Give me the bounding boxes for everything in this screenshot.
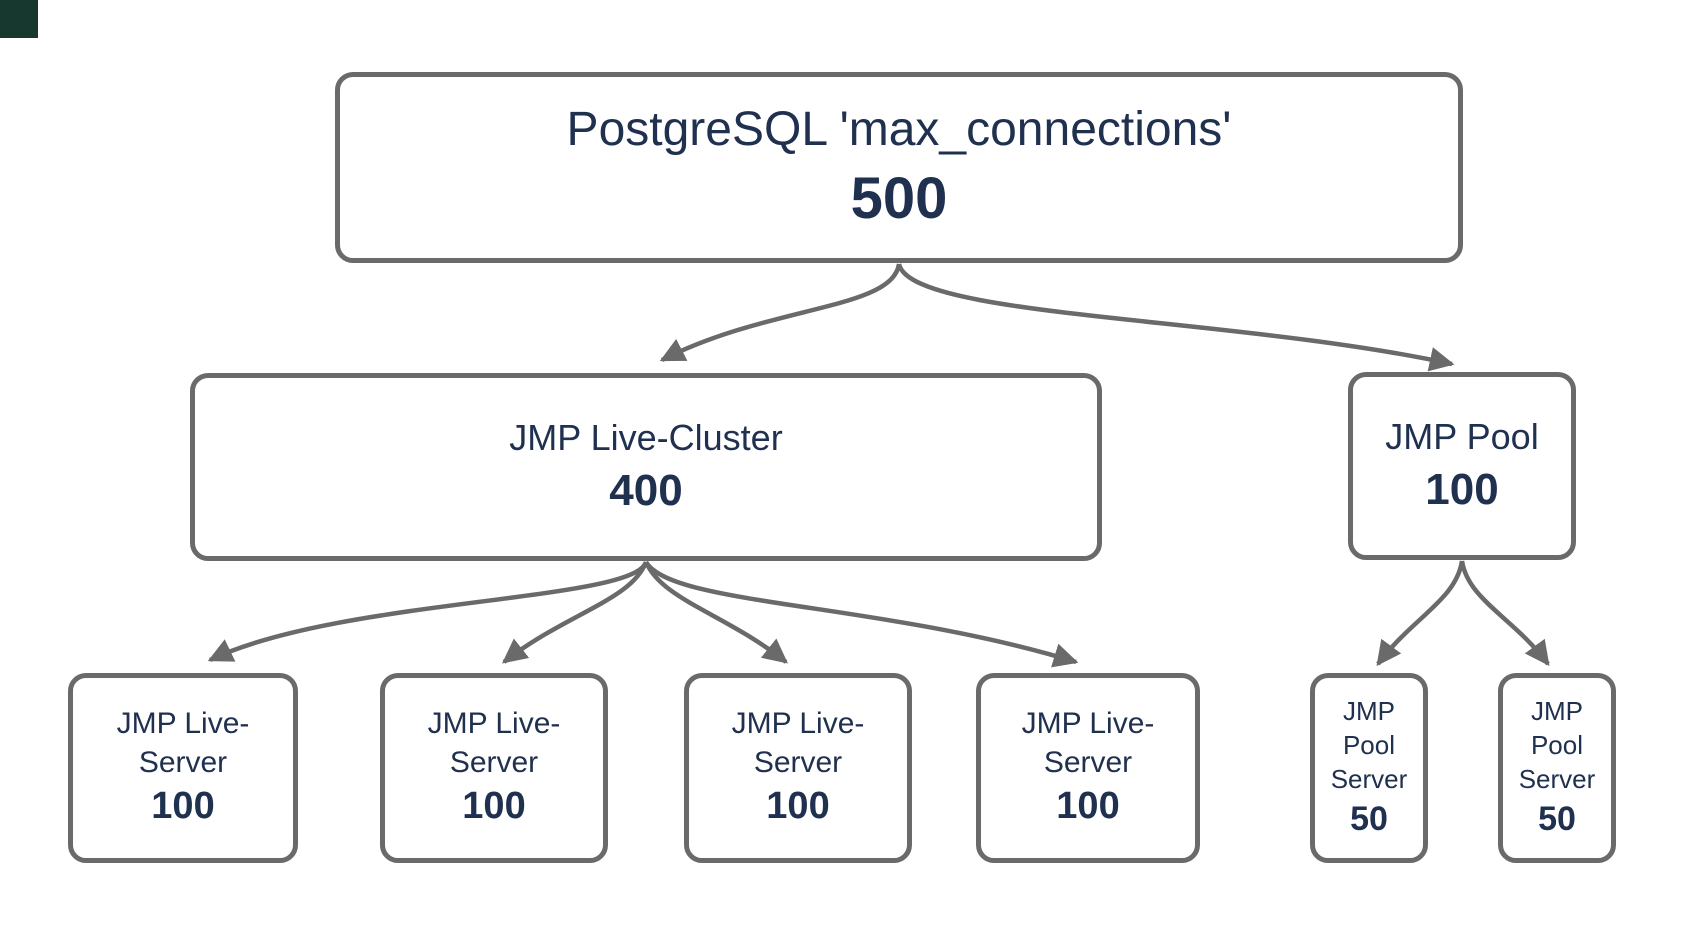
node-label: JMP Pool Server xyxy=(1330,696,1408,794)
node-postgres-max-connections: PostgreSQL 'max_connections' 500 xyxy=(335,72,1463,263)
node-jmp-live-server-2: JMP Live-Server 100 xyxy=(380,673,608,863)
node-value: 500 xyxy=(850,166,948,231)
edge-cluster-server4 xyxy=(644,560,1079,668)
node-jmp-pool: JMP Pool 100 xyxy=(1348,372,1576,560)
node-jmp-live-server-4: JMP Live-Server 100 xyxy=(976,673,1200,863)
edge-cluster-server2 xyxy=(502,561,649,664)
node-jmp-live-cluster: JMP Live-Cluster 400 xyxy=(190,373,1102,561)
node-value: 400 xyxy=(609,465,683,515)
node-jmp-pool-server-1: JMP Pool Server 50 xyxy=(1310,673,1428,863)
node-label: JMP Live-Cluster xyxy=(509,417,783,458)
node-value: 100 xyxy=(151,785,215,828)
node-jmp-live-server-3: JMP Live-Server 100 xyxy=(684,673,912,863)
edge-postgres-pool xyxy=(896,263,1455,372)
node-jmp-pool-server-2: JMP Pool Server 50 xyxy=(1498,673,1616,863)
node-label: JMP Live-Server xyxy=(731,707,865,780)
node-value: 100 xyxy=(1425,464,1499,514)
node-label: JMP Live-Server xyxy=(116,707,250,780)
node-value: 100 xyxy=(1056,785,1120,828)
node-label: JMP Pool xyxy=(1385,416,1539,457)
node-jmp-live-server-1: JMP Live-Server 100 xyxy=(68,673,298,863)
node-value: 50 xyxy=(1350,799,1388,838)
edge-postgres-cluster xyxy=(659,263,902,363)
node-value: 100 xyxy=(462,785,526,828)
node-value: 50 xyxy=(1538,799,1576,838)
edge-cluster-server3 xyxy=(643,561,788,664)
node-label: JMP Live-Server xyxy=(427,707,561,780)
node-label: PostgreSQL 'max_connections' xyxy=(566,102,1232,156)
edge-pool-poolserver2 xyxy=(1459,560,1550,666)
node-value: 100 xyxy=(766,785,830,828)
node-label: JMP Live-Server xyxy=(1021,707,1155,780)
edge-pool-poolserver1 xyxy=(1376,560,1465,666)
node-label: JMP Pool Server xyxy=(1518,696,1596,794)
corner-mark xyxy=(0,0,38,38)
edge-cluster-server1 xyxy=(207,560,649,663)
